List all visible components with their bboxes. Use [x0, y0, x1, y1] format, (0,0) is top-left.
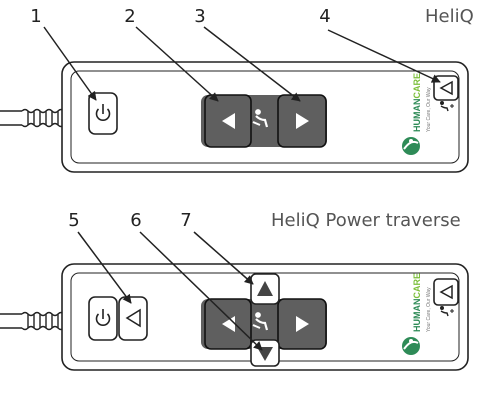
callout-4: 4	[319, 6, 331, 27]
outline-triangle-icon	[439, 284, 453, 300]
power-icon	[95, 309, 111, 326]
arrow-5	[77, 231, 132, 304]
callout-5: 5	[68, 210, 80, 231]
arrow-4	[327, 29, 441, 83]
heliq-remote	[0, 26, 469, 173]
arrow-1	[43, 26, 97, 101]
triangle-up-icon	[257, 281, 273, 296]
triangle-right-icon	[296, 113, 309, 129]
cable-icon	[0, 311, 65, 331]
heliq-power-traverse-remote	[0, 231, 469, 371]
brand-label-top: HUMANCARE Your Care, Our Way	[412, 73, 442, 202]
remote-diagrams	[0, 26, 469, 371]
cable-icon	[0, 108, 65, 128]
triangle-right-icon	[296, 316, 309, 332]
brand-name-main: HUMAN	[412, 298, 422, 333]
callout-6: 6	[130, 210, 142, 231]
arrow-7	[193, 231, 254, 285]
lift-symbol-icon	[252, 312, 269, 331]
brand-tagline: Your Care, Our Way	[426, 87, 432, 132]
triangle-left-icon	[222, 113, 235, 129]
brand-logo-icon	[402, 337, 420, 355]
heliq-title: HeliQ	[425, 6, 474, 27]
emergency-button[interactable]	[118, 296, 148, 341]
arrow-2	[135, 26, 219, 102]
brand-name-accent: CARE	[412, 272, 422, 299]
right-button[interactable]	[277, 94, 327, 148]
brand-name-main: HUMAN	[412, 98, 422, 133]
up-button[interactable]	[250, 273, 280, 305]
traverse-symbol-icon	[440, 101, 454, 112]
power-button[interactable]	[88, 296, 118, 341]
left-button[interactable]	[204, 298, 252, 350]
traverse-symbol-icon	[440, 306, 454, 317]
callout-3: 3	[194, 6, 206, 27]
callout-2: 2	[124, 6, 136, 27]
callout-7: 7	[180, 210, 192, 231]
heliq-power-traverse-title: HeliQ Power traverse	[271, 210, 461, 231]
brand-tagline: Your Care, Our Way	[426, 287, 432, 332]
outline-triangle-icon	[125, 308, 141, 328]
outline-triangle-icon	[439, 80, 453, 96]
remote-body-inner	[70, 70, 460, 164]
power-icon	[95, 104, 111, 121]
brand-label-bottom: HUMANCARE Your Care, Our Way	[412, 273, 442, 402]
right-button[interactable]	[277, 298, 327, 350]
callout-1: 1	[30, 6, 42, 27]
emergency-button[interactable]	[433, 75, 459, 101]
arrow-3	[203, 26, 301, 102]
left-button[interactable]	[204, 94, 252, 148]
brand-logo-icon	[402, 137, 420, 155]
lift-symbol-icon	[252, 109, 269, 128]
brand-name-accent: CARE	[412, 72, 422, 99]
emergency-button-side[interactable]	[433, 278, 459, 306]
arrow-6	[139, 231, 263, 351]
power-button[interactable]	[88, 92, 118, 135]
